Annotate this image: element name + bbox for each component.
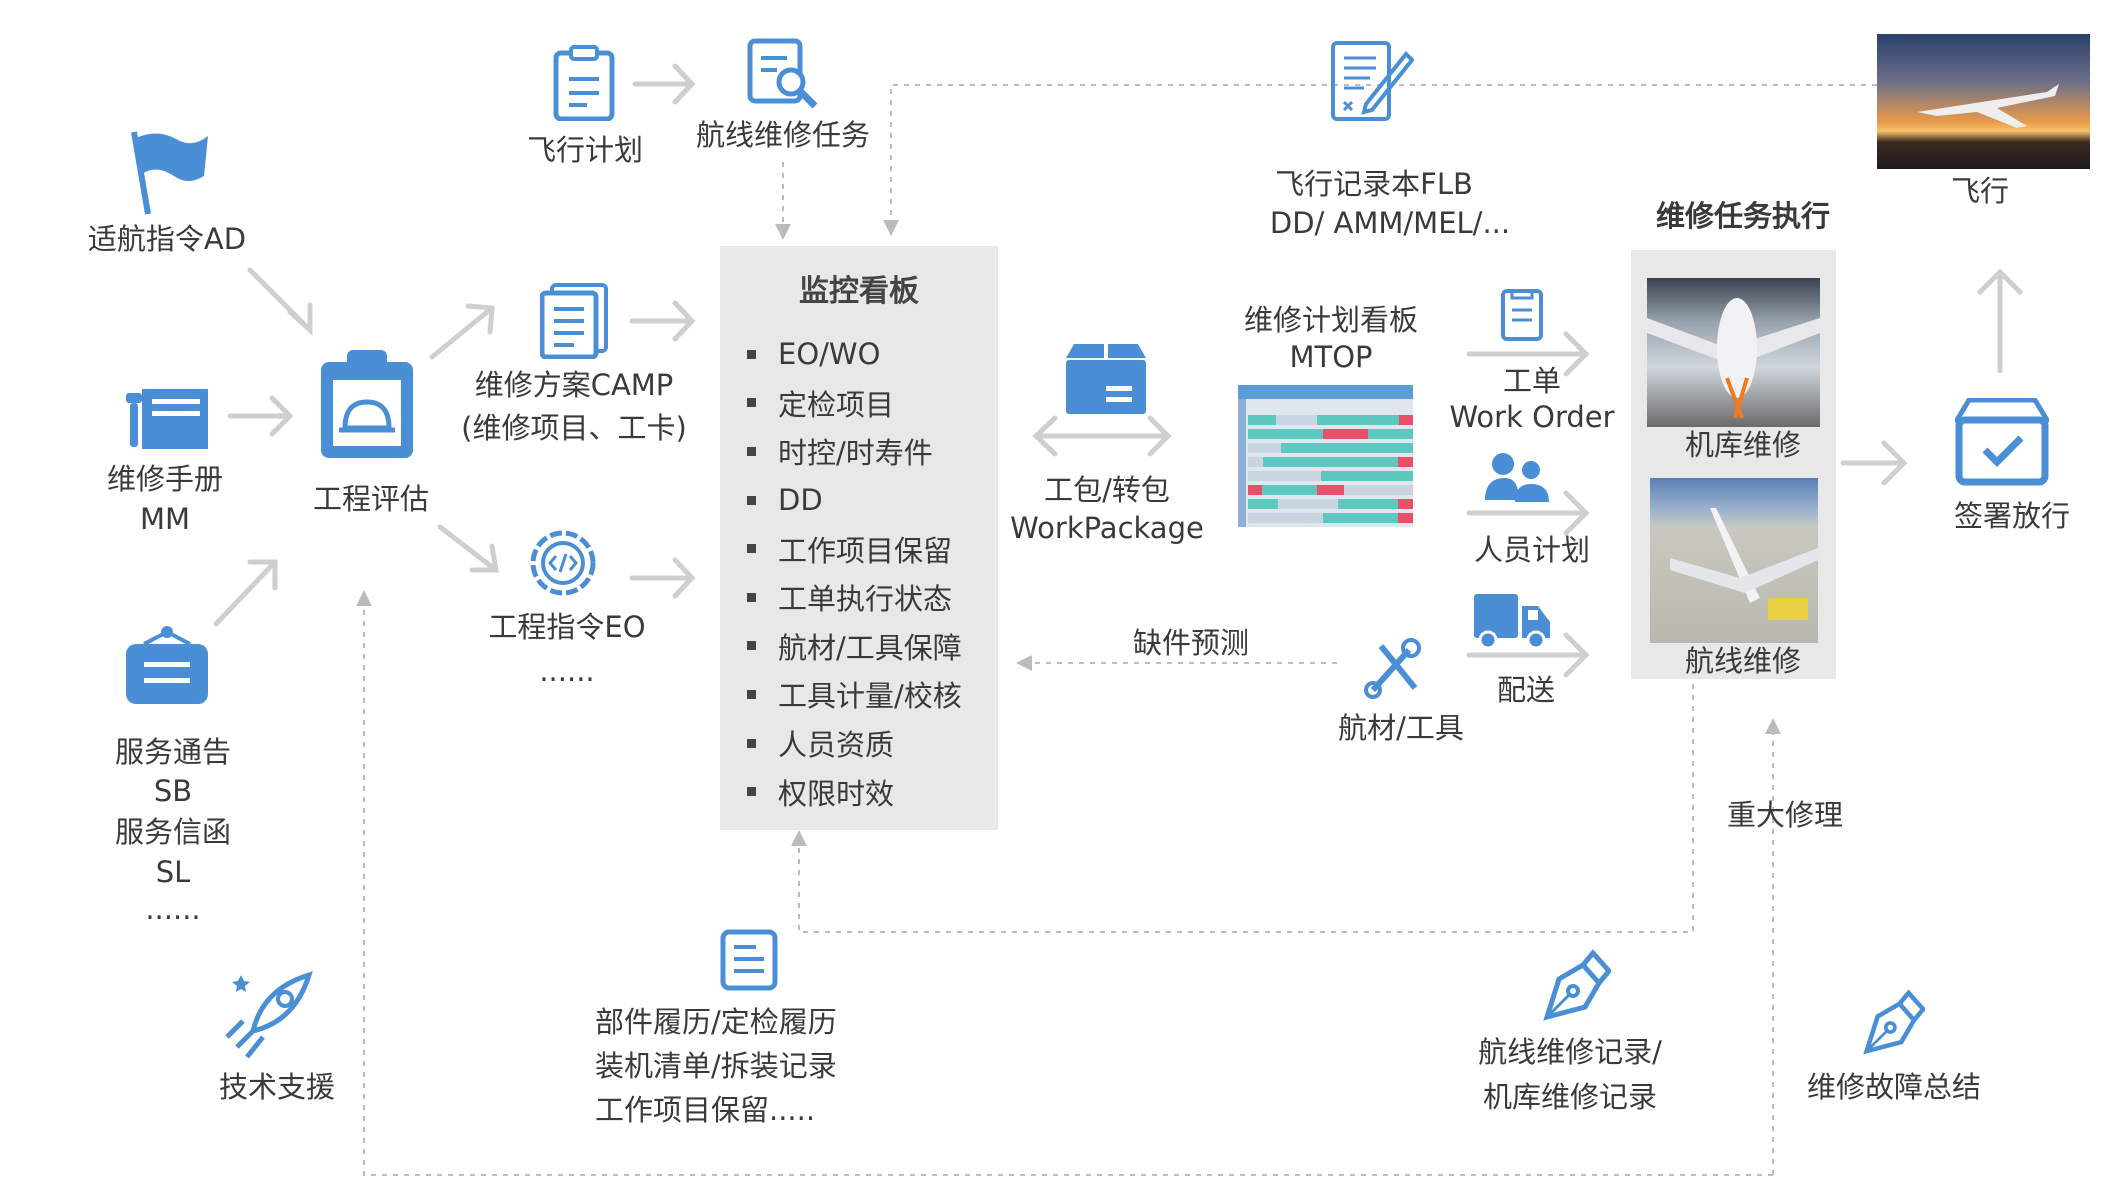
monitor-item: 工具计量/校核 [747, 670, 962, 719]
monitor-item: 权限时效 [747, 767, 962, 816]
monitor-item-label: 航材/工具保障 [778, 630, 962, 665]
flight-plan-label: 飞行计划 [526, 133, 644, 168]
line-maintenance-photo [1650, 478, 1818, 643]
monitor-item: 人员资质 [747, 719, 962, 768]
major-repair-label: 重大修理 [1726, 798, 1844, 833]
tools-icon [1364, 638, 1421, 699]
monitor-item-label: 时控/时寿件 [778, 436, 933, 471]
materials-label: 航材/工具 [1338, 711, 1464, 746]
release-check-icon [1955, 398, 2049, 486]
sl-code: SL [155, 855, 191, 890]
work-order-sub: Work Order [1449, 400, 1615, 435]
mm-label: 维修手册 [106, 462, 224, 497]
work-order-icon [1501, 289, 1543, 341]
records-line-2: 装机清单/拆装记录 [595, 1049, 837, 1084]
fountain-pen-icon [1543, 949, 1611, 1021]
flb-label: 飞行记录本FLB [1275, 167, 1473, 202]
monitor-item: 航材/工具保障 [747, 622, 962, 671]
manual-icon [126, 389, 208, 449]
bullet-icon [747, 738, 756, 748]
records-line-1: 部件履历/定检履历 [595, 1005, 837, 1040]
monitor-item-label: 工具计量/校核 [778, 679, 962, 714]
mtop-code: MTOP [1289, 340, 1373, 375]
sb-label: 服务通告 [114, 735, 232, 770]
engineering-label: 工程评估 [312, 482, 430, 517]
tech-support-label: 技术支援 [218, 1070, 336, 1105]
monitor-item-label: 权限时效 [778, 776, 895, 811]
monitor-item: EO/WO [747, 330, 962, 379]
camp-sub: (维修项目、工卡) [461, 411, 687, 446]
package-box-icon [1066, 344, 1146, 414]
eo-more: ...... [539, 654, 595, 689]
engineering-assessment-icon [321, 350, 413, 458]
monitor-item: 工单执行状态 [747, 573, 962, 622]
monitor-item: 定检项目 [747, 379, 962, 428]
maint-records-line-1: 航线维修记录/ [1478, 1035, 1662, 1070]
monitor-list: EO/WO 定检项目时控/时寿件 DD 工作项目保留工单执行状态航材/工具保障工具计量… [747, 330, 962, 816]
flag-icon [131, 131, 208, 215]
work-order-label: 工单 [1502, 364, 1562, 399]
bulletin-icon [126, 626, 208, 704]
ad-label: 适航指令AD [87, 222, 247, 257]
logbook-pen-icon [1331, 41, 1414, 121]
fault-summary-label: 维修故障总结 [1806, 1070, 1982, 1105]
rocket-icon [225, 971, 313, 1059]
monitor-item: 时控/时寿件 [747, 427, 962, 476]
maint-records-line-2: 机库维修记录 [1482, 1080, 1658, 1115]
bullet-icon [747, 544, 756, 554]
monitor-item: 工作项目保留 [747, 524, 962, 573]
hangar-label: 机库维修 [1684, 428, 1802, 463]
delivery-truck-icon [1474, 594, 1550, 650]
mm-code: MM [139, 502, 191, 537]
line-label: 航线维修 [1684, 644, 1802, 679]
delivery-label: 配送 [1496, 673, 1556, 708]
monitor-item: DD [747, 476, 962, 525]
workpackage-sub: WorkPackage [1010, 511, 1204, 546]
line-task-icon [747, 38, 818, 109]
code-gear-icon [530, 530, 596, 596]
execution-title: 维修任务执行 [1655, 199, 1831, 234]
line-task-label: 航线维修任务 [695, 118, 871, 153]
fountain-pen-icon [1863, 989, 1925, 1055]
sl-label: 服务信函 [114, 815, 232, 850]
bullet-icon [747, 398, 756, 408]
flight-photo [1877, 34, 2090, 169]
monitor-item-label: 定检项目 [778, 387, 895, 422]
people-icon [1485, 453, 1549, 502]
monitor-item-label: 工单执行状态 [778, 582, 953, 617]
mtop-gantt-thumbnail [1238, 385, 1413, 527]
monitor-item-label: 工作项目保留 [778, 533, 953, 568]
camp-document-icon [540, 283, 608, 359]
staff-plan-label: 人员计划 [1473, 533, 1591, 568]
shortage-forecast-label: 缺件预测 [1132, 626, 1250, 661]
bullet-icon [747, 689, 756, 699]
monitor-item-label: EO/WO [778, 337, 881, 372]
bullet-icon [747, 495, 756, 505]
release-label: 签署放行 [1953, 499, 2071, 534]
camp-label: 维修方案CAMP [474, 368, 674, 403]
bullet-icon [747, 349, 756, 359]
monitor-board: 监控看板 EO/WO 定检项目时控/时寿件 DD 工作项目保留工单执行状态航材/工具保… [720, 246, 998, 830]
hangar-photo [1647, 278, 1820, 427]
eo-label: 工程指令EO [488, 610, 646, 645]
flight-plan-icon [553, 45, 615, 121]
bullet-icon [747, 787, 756, 797]
flight-label: 飞行 [1950, 174, 2010, 209]
sb-code: SB [153, 774, 193, 809]
history-document-icon [720, 929, 778, 991]
mtop-label: 维修计划看板 [1243, 303, 1419, 338]
flb-sub: DD/ AMM/MEL/... [1269, 206, 1511, 241]
bullet-icon [747, 592, 756, 602]
sb-more: ...... [145, 892, 201, 927]
monitor-item-label: 人员资质 [778, 728, 895, 763]
bullet-icon [747, 446, 756, 456]
workpackage-label: 工包/转包 [1044, 473, 1170, 508]
monitor-item-label: DD [778, 483, 823, 518]
bullet-icon [747, 641, 756, 651]
records-line-3: 工作项目保留..... [595, 1093, 816, 1128]
monitor-title: 监控看板 [799, 274, 919, 309]
